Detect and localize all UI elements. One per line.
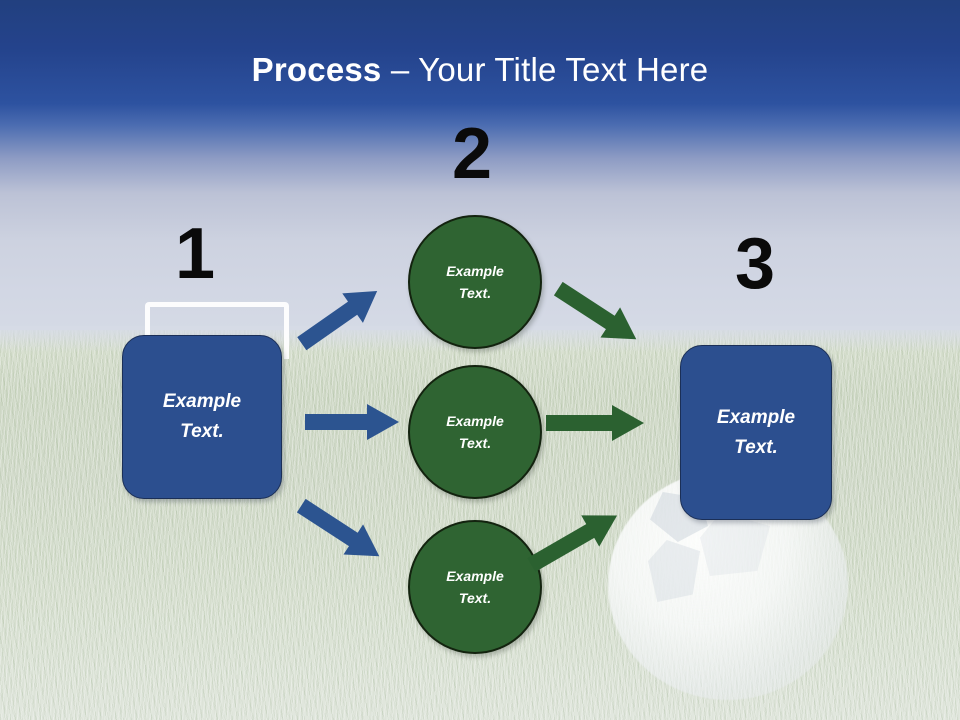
process-circle-1-line2: Text.	[458, 285, 492, 301]
process-circle-3-line2: Text.	[458, 590, 492, 606]
process-circle-1[interactable]: Example Text.	[408, 215, 542, 349]
end-box[interactable]: Example Text.	[680, 345, 832, 520]
start-box-line1: Example	[162, 391, 242, 412]
end-box-line1: Example	[716, 406, 796, 428]
process-circle-2[interactable]: Example Text.	[408, 365, 542, 499]
green-arrow-up-icon	[527, 502, 640, 572]
step-number-1: 1	[174, 214, 216, 294]
step-number-2: 2	[451, 114, 493, 194]
process-circle-3-line1: Example	[446, 568, 504, 584]
slide-title-rest: – Your Title Text Here	[381, 51, 709, 88]
start-box[interactable]: Example Text.	[122, 335, 282, 499]
start-box-line2: Text.	[180, 421, 224, 442]
step-number-3: 3	[734, 224, 776, 304]
green-arrow-right-icon	[546, 403, 646, 443]
process-circle-1-line1: Example	[446, 263, 504, 279]
process-circle-3[interactable]: Example Text.	[408, 520, 542, 654]
blue-arrow-up-icon	[297, 278, 400, 351]
process-circle-2-line2: Text.	[458, 435, 492, 451]
green-arrow-down-icon	[553, 281, 667, 353]
blue-arrow-right-icon	[305, 402, 401, 442]
end-box-line2: Text.	[734, 436, 778, 458]
blue-arrow-down-icon	[296, 498, 410, 570]
process-circle-2-line1: Example	[446, 413, 504, 429]
slide-title-bold: Process	[251, 51, 382, 88]
soccer-goal-post-icon	[145, 302, 289, 359]
slide-title: Process – Your Title Text Here	[0, 50, 960, 90]
